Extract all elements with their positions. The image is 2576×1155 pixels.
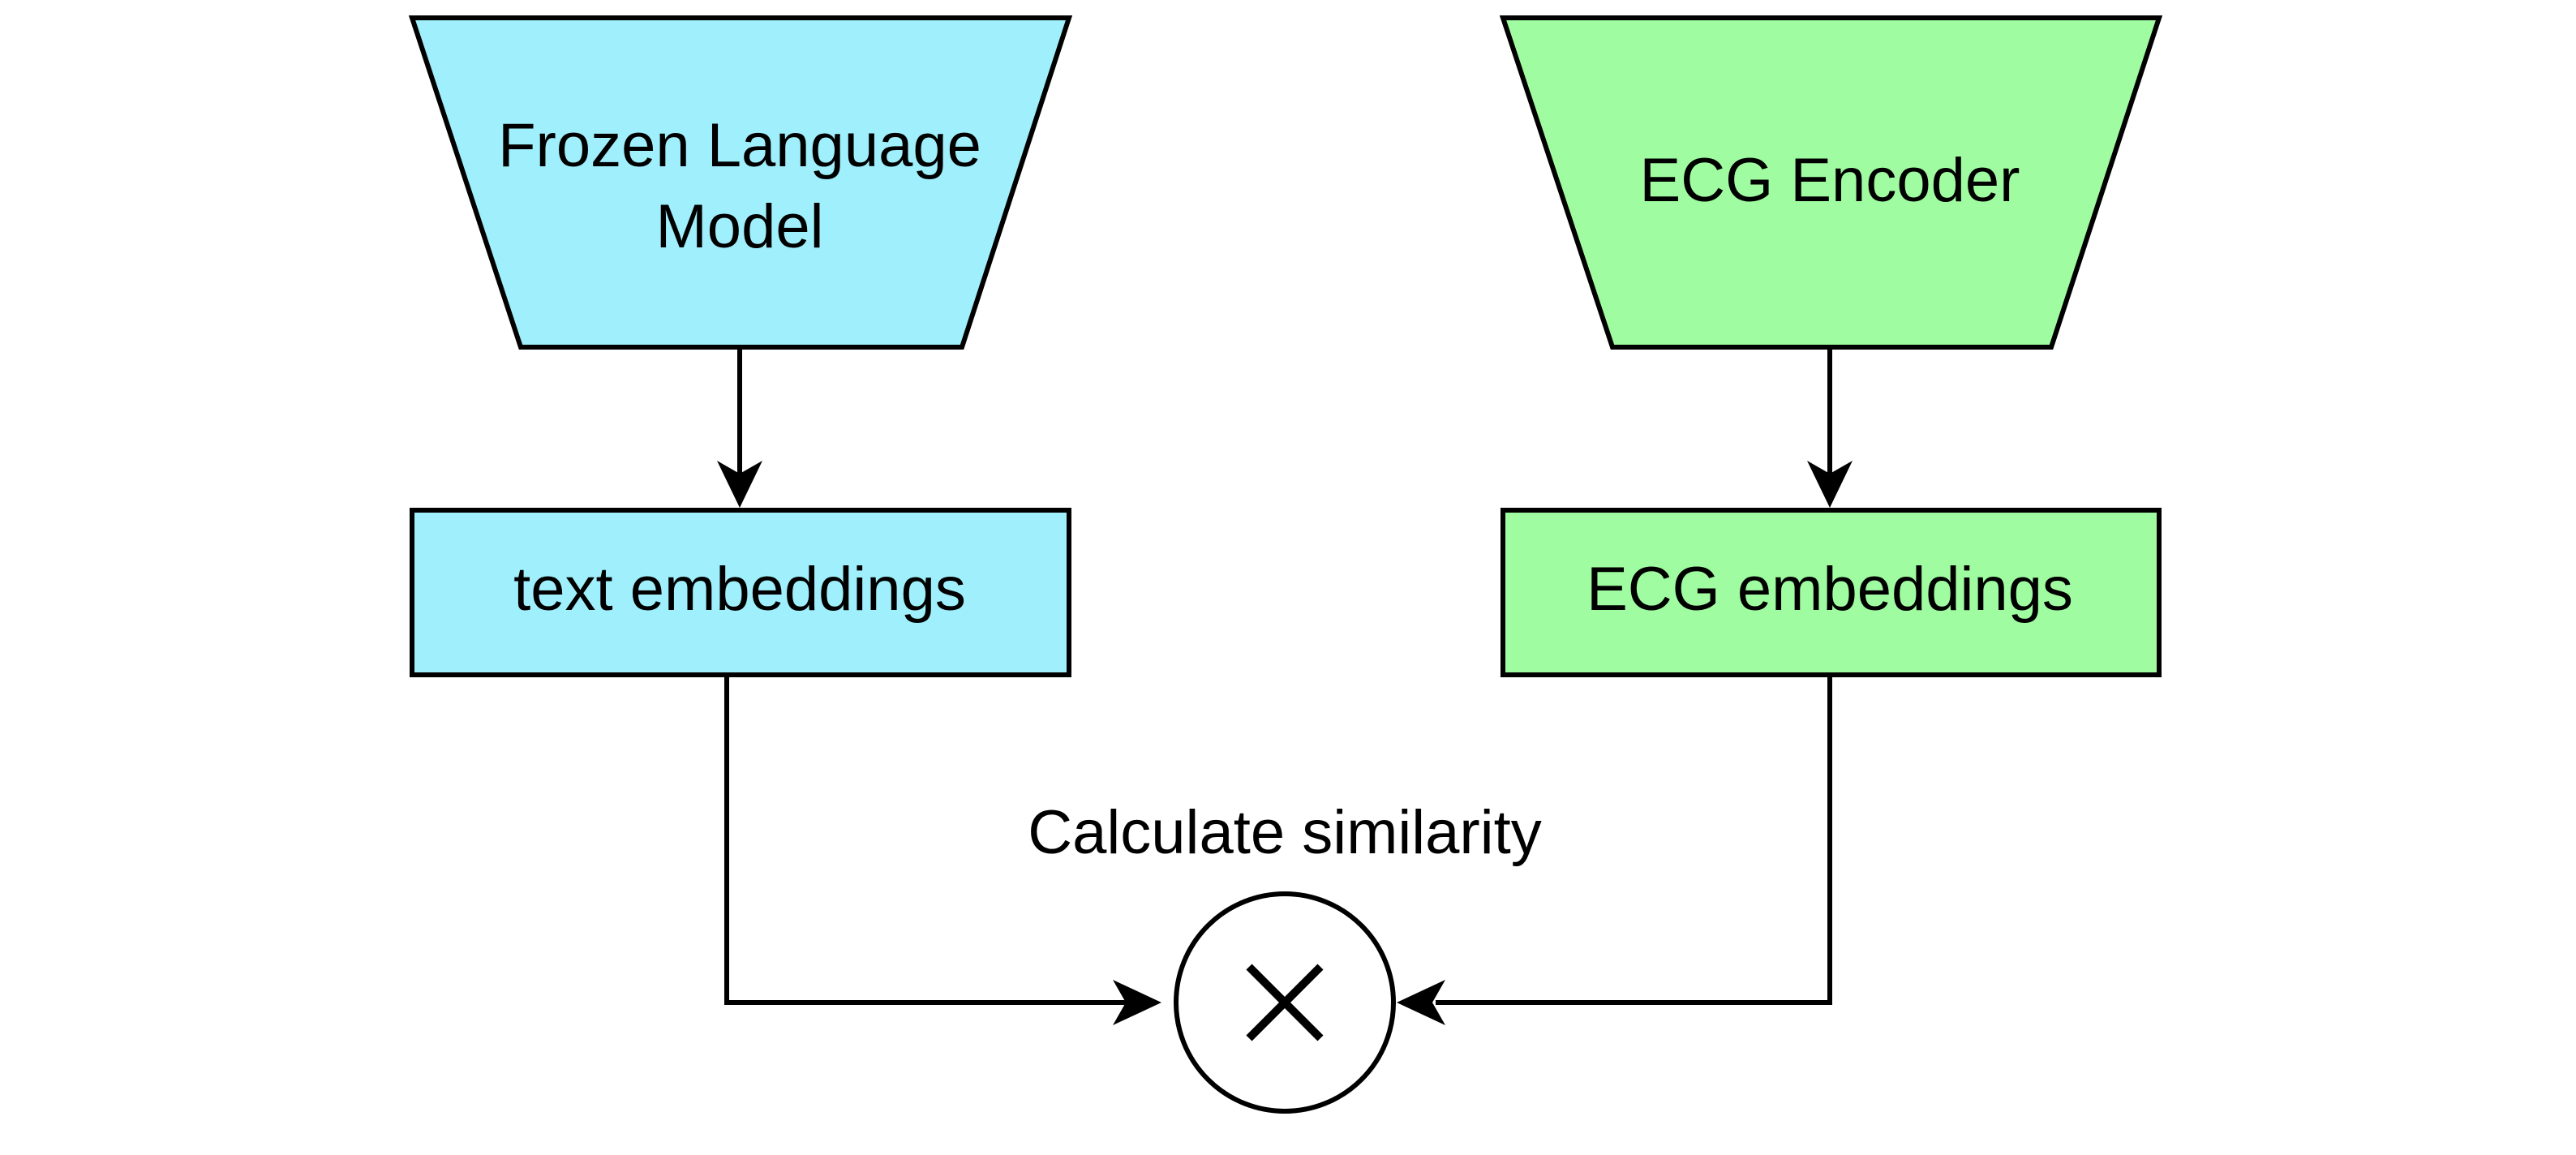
frozen-language-model-node: Frozen Language Model	[408, 15, 1073, 350]
arrowhead-icon	[1113, 980, 1161, 1025]
edge-line	[724, 675, 1136, 1005]
frozen-language-model-label-line2: Model	[656, 192, 824, 261]
text-embeddings-shape	[410, 508, 1071, 677]
arrowhead-icon	[1397, 980, 1445, 1025]
ecg-embeddings-node: ECG embeddings	[1501, 508, 2162, 677]
edge-text-embeddings-to-similarity	[724, 675, 1161, 1025]
calculate-similarity-caption: Calculate similarity	[1028, 798, 1542, 867]
ecg-encoder-node: ECG Encoder	[1499, 15, 2163, 350]
edge-ecg-embeddings-to-similarity	[1397, 675, 1832, 1025]
ecg-encoder-label: ECG Encoder	[1640, 146, 2020, 215]
edge-ecg-encoder-to-ecg-embeddings	[1807, 347, 1853, 508]
ecg-embeddings-label: ECG embeddings	[1586, 555, 2073, 624]
ecg-embeddings-shape	[1501, 508, 2162, 677]
text-embeddings-node: text embeddings	[410, 508, 1071, 677]
frozen-language-model-shape	[408, 15, 1073, 350]
text-embeddings-label: text embeddings	[513, 555, 966, 624]
arrowhead-icon	[717, 461, 762, 508]
edge-language-model-to-text-embeddings	[717, 347, 762, 508]
ecg-encoder-shape	[1499, 15, 2163, 350]
arrowhead-icon	[1807, 461, 1853, 508]
multiply-icon	[1246, 964, 1324, 1041]
edge-line	[1436, 675, 1832, 1005]
frozen-language-model-label-line1: Frozen Language	[498, 111, 981, 180]
similarity-operator-node	[1174, 891, 1396, 1114]
